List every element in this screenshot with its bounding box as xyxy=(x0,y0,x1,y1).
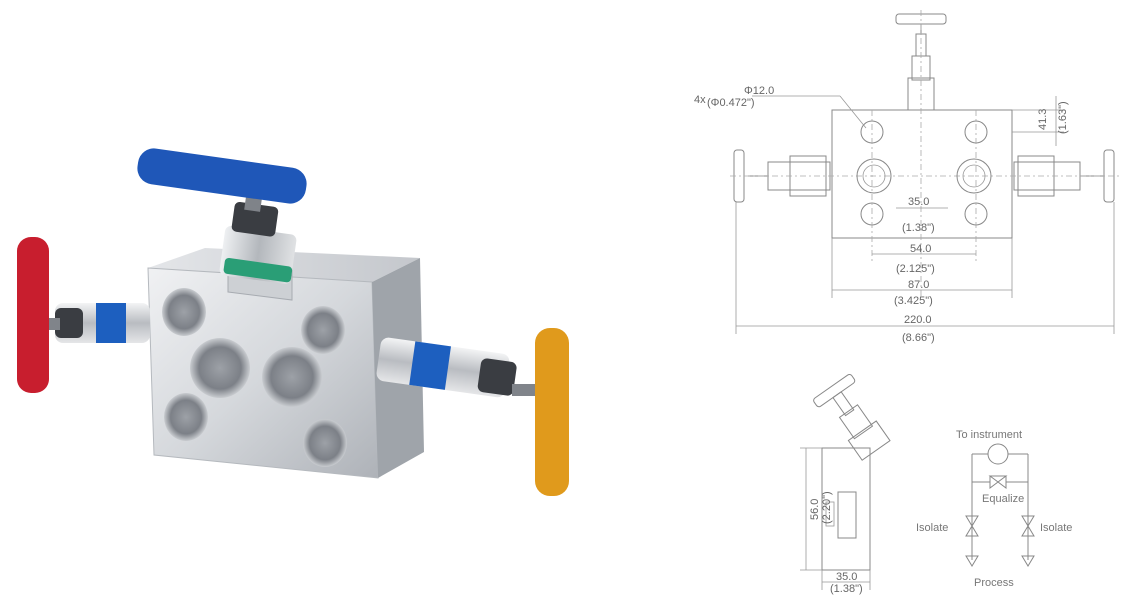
schematic-isolate-right: Isolate xyxy=(1040,522,1072,534)
top-handle xyxy=(137,148,307,204)
schematic-process: Process xyxy=(974,577,1014,589)
side-view-drawing: 56.0 (2.20") 35.0 (1.38") xyxy=(800,373,891,595)
port-callout-prefix: 4x xyxy=(694,94,706,106)
dim-35-inch: (1.38") xyxy=(902,222,935,234)
dim-54-inch: (2.125") xyxy=(896,263,935,275)
front-view-port xyxy=(956,158,992,194)
dim-54-value: 54.0 xyxy=(910,243,931,255)
front-view-port xyxy=(856,158,892,194)
equalize-valve-symbol xyxy=(988,475,1008,489)
dim-35-value: 35.0 xyxy=(908,196,929,208)
process-port xyxy=(190,338,250,398)
dim-220-value: 220.0 xyxy=(904,314,932,326)
height-dim-value: 41.3 xyxy=(1037,109,1049,130)
mounting-hole xyxy=(162,288,206,336)
schematic-equalize: Equalize xyxy=(982,493,1024,505)
schematic-to-instrument: To instrument xyxy=(956,429,1022,441)
instrument-symbol xyxy=(987,443,1009,465)
right-isolate-valve-symbol xyxy=(1021,515,1035,537)
left-handle xyxy=(17,237,49,393)
right-isolate-valve xyxy=(376,328,569,496)
dim-87-value: 87.0 xyxy=(908,279,929,291)
dim-87-inch: (3.425") xyxy=(894,295,933,307)
schematic-isolate-left: Isolate xyxy=(916,522,948,534)
side-view-body xyxy=(821,447,871,571)
side-view-handwheel xyxy=(813,373,856,408)
mounting-hole xyxy=(303,419,347,467)
mounting-hole xyxy=(301,306,345,354)
side-width-value: 35.0 xyxy=(836,571,857,583)
left-isolate-valve-symbol xyxy=(965,515,979,537)
right-handle xyxy=(535,328,569,496)
left-isolate-valve xyxy=(17,237,150,393)
side-width-inch: (1.38") xyxy=(830,583,863,595)
side-height-inch: (2.20") xyxy=(821,491,833,524)
port-callout-inch: (Φ0.472") xyxy=(707,97,755,109)
mounting-hole xyxy=(164,393,208,441)
top-equalize-valve xyxy=(137,148,307,301)
front-view-drawing: 4x Φ12.0 (Φ0.472") 41.3 (1.63") 35.0 (1.… xyxy=(694,10,1120,344)
dim-220-inch: (8.66") xyxy=(902,332,935,344)
port-callout-metric: Φ12.0 xyxy=(744,85,774,97)
height-dim-inch: (1.63") xyxy=(1057,101,1069,134)
manifold-product-photo xyxy=(17,148,569,496)
side-height-value: 56.0 xyxy=(809,499,821,520)
process-port xyxy=(262,347,322,407)
valve-schematic: To instrument Equalize Isolate Isolate P… xyxy=(916,429,1072,589)
